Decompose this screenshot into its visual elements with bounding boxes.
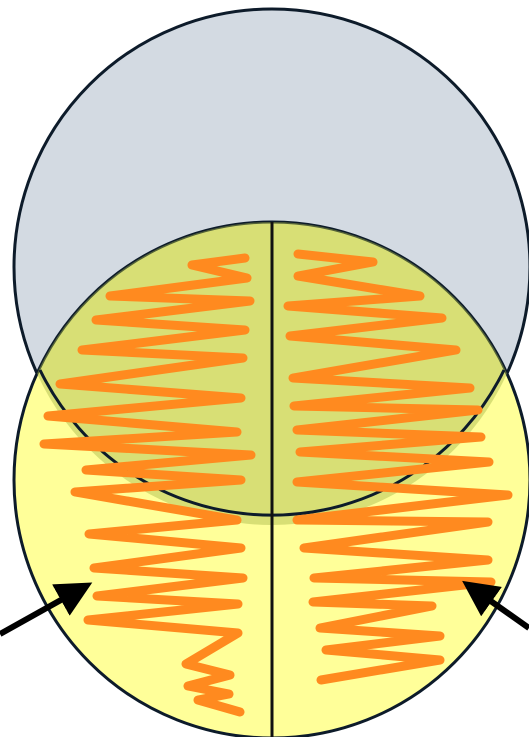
diagram-canvas [0,0,529,737]
venn-diagram [0,0,529,737]
